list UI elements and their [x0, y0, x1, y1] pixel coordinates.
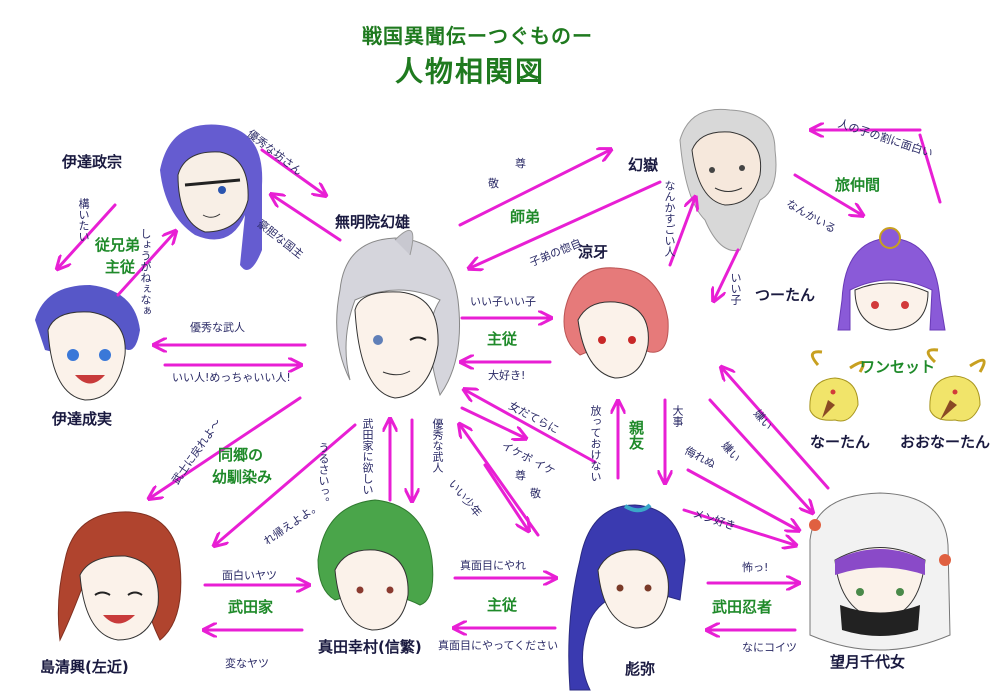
note-majime-1: 真面目にやれ: [460, 559, 526, 572]
relation-doukyou-2: 幼馴染み: [212, 468, 273, 486]
relation-shujuu-ryouga: 主従: [487, 330, 518, 348]
note-kamai: 構いたい: [77, 198, 90, 242]
note-sonkei-b: 敬: [488, 177, 499, 190]
name-shima: 島清興(左近): [40, 658, 129, 676]
portrait-mochizuki: [809, 492, 951, 651]
portrait-hikoya: [568, 503, 686, 691]
portrait-shima: [57, 511, 182, 642]
name-tsuutan: つーたん: [755, 286, 816, 304]
name-naatan: なーたん: [810, 433, 871, 451]
note-sonkei-a: 尊: [515, 157, 526, 170]
note-takedake-hoshii: 武田家に欲しい: [361, 418, 374, 495]
name-ryouga: 涼牙: [578, 243, 609, 261]
relation-arrows: [58, 130, 942, 630]
note-omoshiroi: 面白いヤツ: [222, 569, 277, 582]
note-hennayatsu: 変なヤツ: [225, 657, 269, 670]
relation-tabinakama: 旅仲間: [835, 176, 881, 194]
diagram-title: 人物相関図: [395, 55, 546, 88]
note-naniko: なにコイツ: [742, 641, 797, 654]
note-sonkei2-b: 敬: [530, 487, 541, 500]
name-hikoya: 彪弥: [625, 660, 656, 678]
relation-takedake: 武田家: [228, 598, 274, 616]
relation-takedaninja: 武田忍者: [712, 598, 773, 616]
note-majime-2: 真面目にやってください: [438, 639, 559, 652]
name-oonaatan: おおなーたん: [900, 433, 991, 451]
note-yuushuu-bushi: 優秀な武人: [190, 321, 245, 334]
note-daisuki: 大好き!: [488, 369, 526, 382]
note-sugoi: なんかすごい人: [663, 180, 676, 257]
name-sanada: 真田幸村(信繁): [318, 638, 422, 656]
portrait-sanada: [317, 499, 434, 631]
name-date-masamune: 伊達政宗: [62, 153, 123, 171]
relation-shinyuu: 親友: [627, 420, 645, 450]
note-sonkei2-a: 尊: [515, 469, 526, 482]
portrait-naatan: [809, 350, 865, 422]
relation-onset: ワンセット: [860, 358, 936, 376]
name-genkan: 幻嶽: [628, 156, 659, 174]
note-hotte: 放っておけない: [589, 405, 602, 482]
note-iiko-v: いい子: [729, 272, 742, 305]
portrait-tsuutan: [837, 227, 946, 331]
relation-izoku: 従兄弟: [95, 236, 141, 254]
diagram-subtitle: 戦国異聞伝ーつぐものー: [362, 24, 593, 48]
relation-shujuu-sanada: 主従: [487, 596, 518, 614]
portrait-genkan: [679, 108, 777, 252]
portrait-date-masamune: [160, 124, 263, 270]
name-mochizuki: 望月千代女: [830, 653, 906, 671]
portrait-oonaatan: [926, 348, 986, 422]
portrait-mumyouin: [336, 229, 460, 399]
portrait-ryouga: [563, 267, 669, 379]
note-kowa: 怖っ!: [742, 561, 769, 574]
relation-shujuu-date: 主従: [105, 258, 136, 276]
note-iiko-iiko: いい子いい子: [470, 295, 536, 308]
note-yuushuu-bujin2: 優秀な武人: [431, 418, 444, 473]
note-daiji: 大事: [671, 405, 684, 427]
name-date-shigezane: 伊達成実: [52, 410, 113, 428]
portrait-date-shigezane: [35, 285, 140, 401]
relation-shitei: 師弟: [510, 208, 541, 226]
note-urusai: うるさいっ。: [317, 442, 330, 508]
name-mumyouin: 無明院幻雄: [335, 213, 411, 231]
relation-doukyou-1: 同郷の: [218, 446, 264, 464]
note-nega: しょうがねぇなぁ: [139, 228, 152, 316]
note-iihito: いい人!めっちゃいい人!: [172, 371, 291, 384]
